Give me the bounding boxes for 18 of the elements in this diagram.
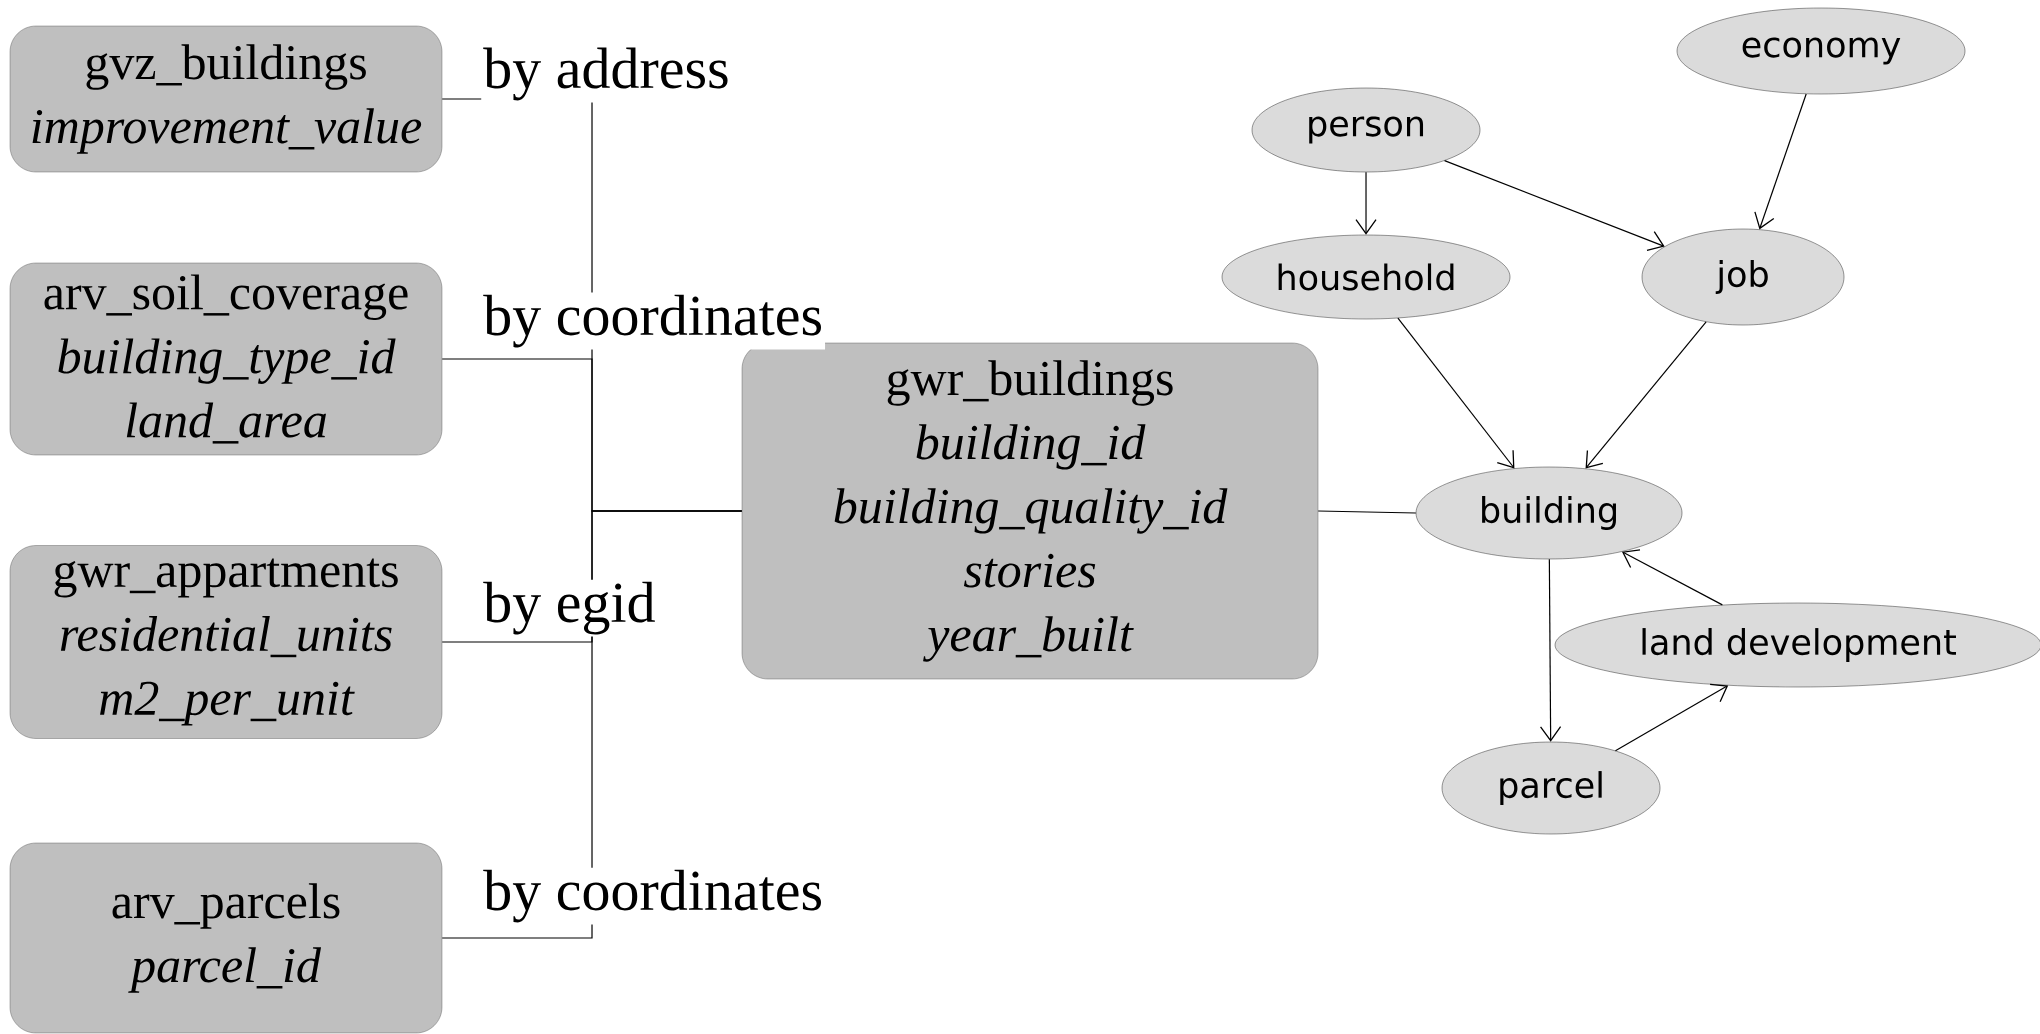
arrow	[1539, 558, 1562, 742]
table-box: gwr_buildings building_id building_quality_id stories year_built	[741, 342, 1319, 680]
table-box: gwr_appartments residential_units m2_per_unit	[9, 545, 443, 739]
edge-label: by address	[481, 45, 732, 103]
edge-label: by egid	[481, 579, 658, 637]
table-box: gvz_buildings improvement_value	[9, 25, 443, 173]
table-box: arv_soil_coverage building_type_id land_area	[9, 262, 443, 456]
arrow	[1397, 317, 1515, 469]
arrow	[1585, 321, 1707, 469]
connector-line	[1317, 510, 1417, 514]
arrow	[1754, 93, 1807, 230]
table-box: arv_parcels parcel_id	[9, 842, 443, 1034]
arrow	[1614, 683, 1729, 752]
arrow	[1443, 160, 1665, 251]
edge-label: by coordinates	[481, 867, 826, 925]
edge-label: by coordinates	[481, 292, 826, 350]
arrow	[1355, 171, 1377, 235]
arrow	[1621, 549, 1723, 606]
